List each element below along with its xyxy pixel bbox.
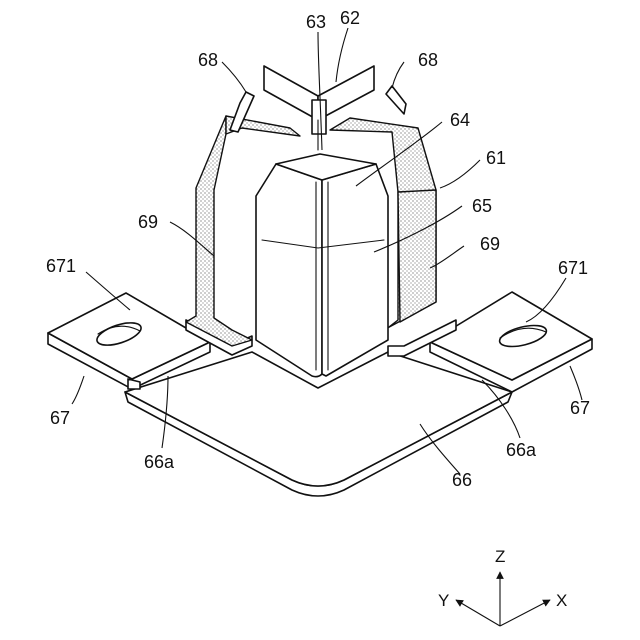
axis-label-z: Z	[495, 547, 505, 566]
label-63: 63	[306, 12, 326, 32]
label-69-left: 69	[138, 212, 158, 232]
label-68-right: 68	[418, 50, 438, 70]
label-671-right: 671	[558, 258, 588, 278]
label-66: 66	[452, 470, 472, 490]
x-axis-arrow	[500, 600, 550, 626]
y-axis-arrow	[456, 600, 500, 626]
axis-triad: Z Y X	[438, 547, 567, 626]
label-67-left: 67	[50, 408, 70, 428]
label-69-right: 69	[480, 234, 500, 254]
label-67-right: 67	[570, 398, 590, 418]
label-66a-left: 66a	[144, 452, 175, 472]
label-68-left: 68	[198, 50, 218, 70]
axis-label-x: X	[556, 591, 567, 610]
label-671-left: 671	[46, 256, 76, 276]
central-corner-body-65	[256, 154, 388, 377]
axis-label-y: Y	[438, 591, 449, 610]
label-66a-right: 66a	[506, 440, 537, 460]
label-61: 61	[486, 148, 506, 168]
label-64: 64	[450, 110, 470, 130]
label-62: 62	[340, 8, 360, 28]
label-65: 65	[472, 196, 492, 216]
